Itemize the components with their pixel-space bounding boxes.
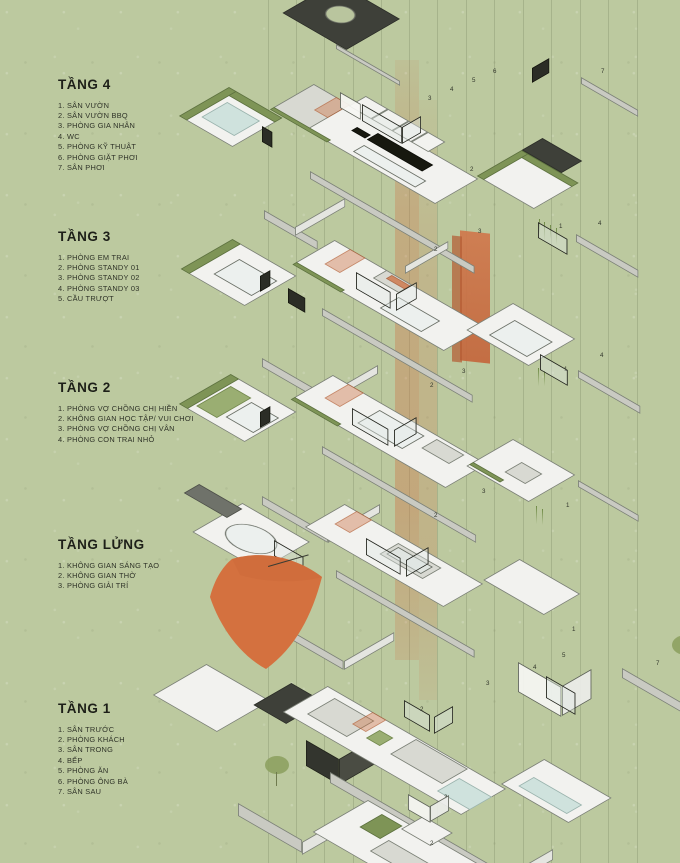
legend-title-tang-1: TẦNG 1 (58, 701, 111, 716)
slide-chute-cau-truot (460, 230, 490, 364)
legend-item: 5. PHÒNG KỸ THUẬT (58, 142, 137, 152)
room-number: 1 (566, 502, 570, 509)
legend-item: 1. PHÒNG EM TRAI (58, 252, 130, 262)
legend-list-tang-lung: 1. KHÔNG GIAN SÁNG TẠO 2. KHÔNG GIAN THỜ… (58, 561, 159, 592)
legend-item: 2. PHÒNG STANDY 01 (58, 262, 140, 272)
room-number: 2 (420, 706, 424, 713)
room-number: 3 (428, 95, 432, 102)
room-number: 3 (462, 368, 466, 375)
orange-canopy-sail (210, 555, 322, 669)
room-number: 1 (564, 366, 568, 373)
legend-block-tang-lung: TẦNG LỬNG 1. KHÔNG GIAN SÁNG TẠO 2. KHÔN… (58, 538, 159, 592)
tree-front (265, 756, 289, 774)
room-number: 2 (470, 166, 474, 173)
legend-title-tang-lung: TẦNG LỬNG (58, 537, 145, 552)
legend-title-tang-2: TẦNG 2 (58, 380, 111, 395)
room-number: 2 (430, 382, 434, 389)
legend-item: 2. PHÒNG KHÁCH (58, 734, 125, 744)
room-number: 3 (486, 680, 490, 687)
legend-item: 3. PHÒNG VỢ CHỒNG CHỊ VÂN (58, 424, 175, 434)
legend-item: 6. PHÒNG ÔNG BÀ (58, 776, 129, 786)
legend-item: 1. SÂN TRƯỚC (58, 724, 115, 734)
legend-block-tang-2: TẦNG 2 1. PHÒNG VỢ CHỒNG CHỊ HIỀN 2. KHÔ… (58, 381, 194, 445)
room-number: 5 (562, 652, 566, 659)
legend-item: 2. KHÔNG GIAN HỌC TẬP/ VUI CHƠI (58, 413, 194, 423)
room-number: 1 (559, 223, 563, 230)
legend-item: 4. PHÒNG STANDY 03 (58, 283, 140, 293)
legend-item: 1. SÂN VƯỜN (58, 100, 110, 110)
legend-item: 4. BẾP (58, 755, 83, 765)
legend-block-tang-4: TẦNG 4 1. SÂN VƯỜN 2. SÂN VƯỜN BBQ 3. PH… (58, 78, 138, 173)
legend-list-tang-4: 1. SÂN VƯỜN 2. SÂN VƯỜN BBQ 3. PHÒNG GIA… (58, 101, 138, 174)
room-number: 4 (533, 664, 537, 671)
legend-item: 6. PHÒNG GIẶT PHƠI (58, 152, 138, 162)
room-number: 6 (493, 68, 497, 75)
room-number: 3 (478, 228, 482, 235)
room-number: 2 (434, 512, 438, 519)
room-number: 5 (472, 77, 476, 84)
legend-item: 3. PHÒNG GIA NHÂN (58, 121, 136, 131)
legend-title-tang-4: TẦNG 4 (58, 77, 111, 92)
legend-item: 3. PHÒNG GIẢI TRÍ (58, 581, 129, 591)
room-number: 4 (450, 86, 454, 93)
legend-item: 4. WC (58, 131, 80, 141)
legend-list-tang-2: 1. PHÒNG VỢ CHỒNG CHỊ HIỀN 2. KHÔNG GIAN… (58, 404, 194, 446)
legend-item: 2. KHÔNG GIAN THỜ (58, 570, 136, 580)
room-number: 3 (482, 488, 486, 495)
legend-item: 2. SÂN VƯỜN BBQ (58, 110, 128, 120)
legend-list-tang-3: 1. PHÒNG EM TRAI 2. PHÒNG STANDY 01 3. P… (58, 253, 140, 305)
tree-rear (672, 635, 680, 655)
legend-item: 1. PHÒNG VỢ CHỒNG CHỊ HIỀN (58, 403, 178, 413)
legend-item: 5. CẦU TRƯỢT (58, 294, 114, 304)
legend-item: 4. PHÒNG CON TRAI NHỎ (58, 434, 155, 444)
legend-item: 7. SÂN PHƠI (58, 162, 105, 172)
legend-item: 5. PHÒNG ĂN (58, 766, 109, 776)
room-number: 1 (572, 626, 576, 633)
room-number: 2 (434, 246, 438, 253)
room-number: 4 (598, 220, 602, 227)
legend-block-tang-1: TẦNG 1 1. SÂN TRƯỚC 2. PHÒNG KHÁCH 3. SÂ… (58, 702, 128, 797)
legend-list-tang-1: 1. SÂN TRƯỚC 2. PHÒNG KHÁCH 3. SÂN TRONG… (58, 725, 128, 798)
legend-item: 1. KHÔNG GIAN SÁNG TẠO (58, 560, 160, 570)
legend-item: 3. SÂN TRONG (58, 745, 114, 755)
legend-item: 7. SÂN SAU (58, 786, 102, 796)
room-number: 2 (430, 840, 434, 847)
legend-block-tang-3: TẦNG 3 1. PHÒNG EM TRAI 2. PHÒNG STANDY … (58, 230, 140, 305)
room-number: 7 (601, 68, 605, 75)
legend-item: 3. PHÒNG STANDY 02 (58, 273, 140, 283)
room-number: 7 (656, 660, 660, 667)
room-number: 4 (600, 352, 604, 359)
legend-title-tang-3: TẦNG 3 (58, 229, 111, 244)
